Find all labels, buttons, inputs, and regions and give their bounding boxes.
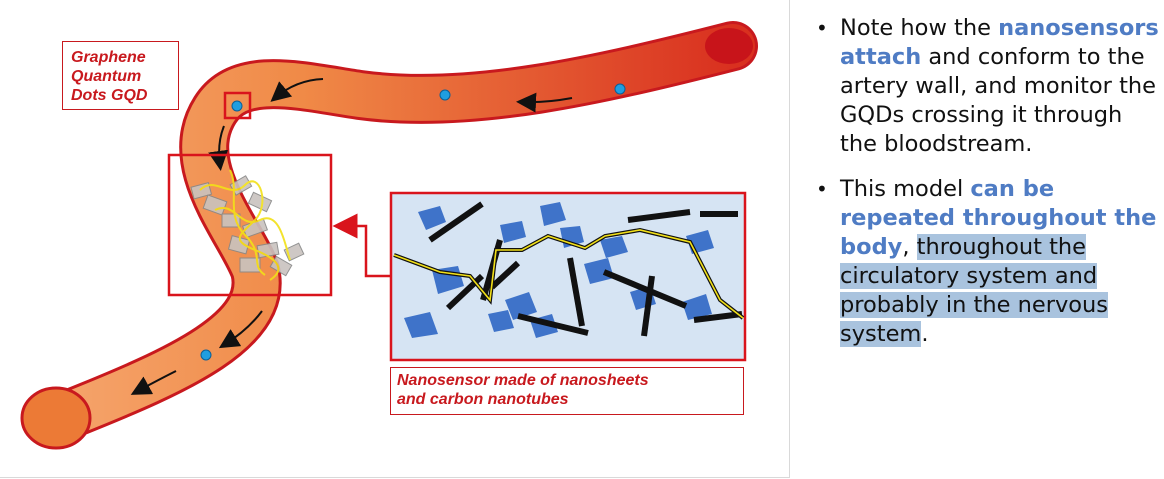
bullet-text-highlight: nanosensors attach xyxy=(840,15,1159,70)
gqd-dot xyxy=(614,83,626,95)
bullet-text-plain: This model xyxy=(840,176,971,202)
gqd-label: Graphene Quantum Dots GQD xyxy=(62,41,179,110)
bullet-item: • Note how the nanosensors attach and co… xyxy=(814,14,1159,159)
bullet-text-plain: . xyxy=(921,321,929,347)
nanosensor-patch xyxy=(190,169,305,281)
bullet-text-plain: and conform to the artery wall, and moni… xyxy=(840,44,1157,157)
flow-arrow-4 xyxy=(218,310,263,349)
artery-fill xyxy=(48,24,755,436)
bullet-dot-icon: • xyxy=(816,177,828,201)
nanosensor-label-line: Nanosensor made of nanosheets xyxy=(397,372,649,389)
flow-arrow-2 xyxy=(270,78,324,102)
bullet-text-plain: , xyxy=(902,234,917,260)
bullet-list: • Note how the nanosensors attach and co… xyxy=(814,14,1159,365)
flow-arrow-5 xyxy=(130,370,177,395)
bullet-text-plain: Note how the xyxy=(840,15,999,41)
nanosensor-label: Nanosensor made of nanosheets and carbon… xyxy=(390,367,744,415)
gqd-label-line: Quantum xyxy=(71,68,142,85)
artery-illustration xyxy=(20,21,758,450)
gqd-dot xyxy=(200,349,212,361)
nanosensor-label-line: and carbon nanotubes xyxy=(397,391,569,408)
artery-end-top xyxy=(705,28,753,64)
gqd-dot xyxy=(231,100,243,112)
bullet-item: • This model can be repeated throughout … xyxy=(814,175,1159,349)
gqd-dot xyxy=(439,89,451,101)
gqd-label-line: Dots GQD xyxy=(71,87,148,104)
callout-connector xyxy=(332,213,391,278)
gqd-label-line: Graphene xyxy=(71,49,146,66)
bullet-dot-icon: • xyxy=(816,16,828,40)
gqd-highlight-box xyxy=(223,91,252,120)
zoom-box xyxy=(167,153,333,297)
artery-diagram: Graphene Quantum Dots GQD Nanosensor mad… xyxy=(0,0,790,478)
flow-arrow-1 xyxy=(516,92,573,113)
nanosensor-inset xyxy=(389,191,747,362)
flow-arrow-3 xyxy=(208,125,229,171)
bullet-text-highlight: can be repeated throughout the body xyxy=(840,176,1157,260)
artery-end-bottom xyxy=(20,386,92,450)
